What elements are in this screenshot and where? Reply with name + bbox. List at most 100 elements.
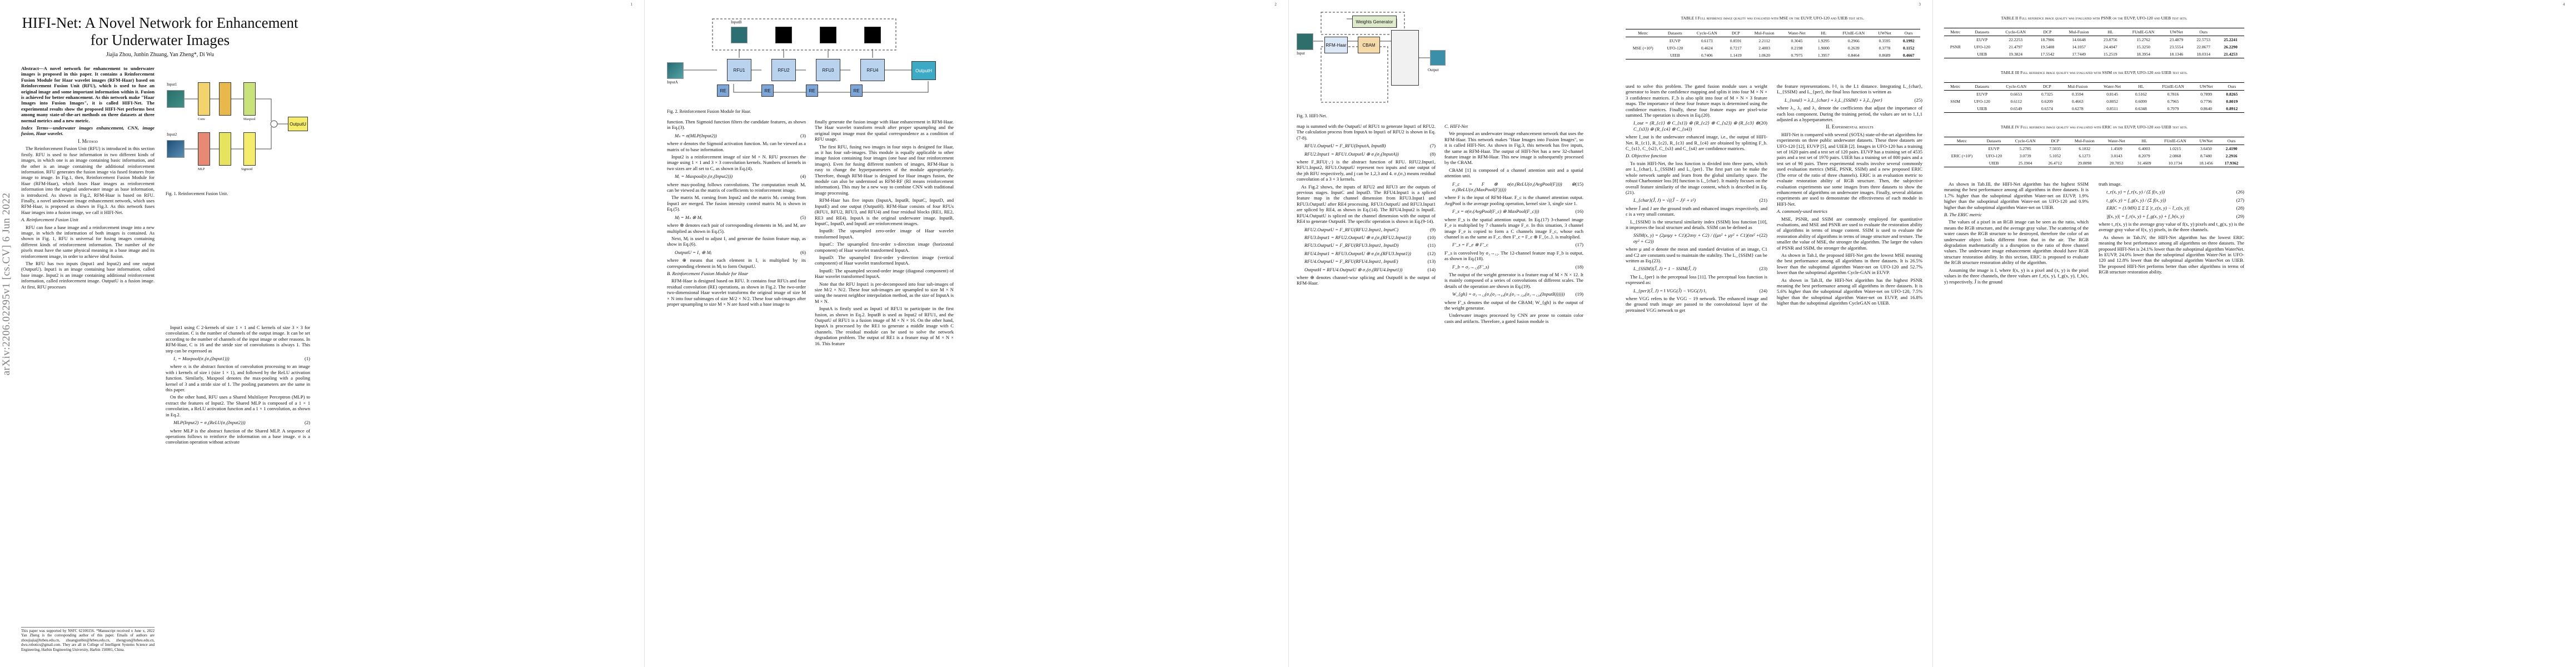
- paper-page-3: 3 Input RFM-Haar Weights Generator CBAM …: [1288, 0, 1932, 667]
- paragraph: Next, Mⱼ is used to adjust I₁ and genera…: [667, 235, 806, 247]
- equation-15: F_c = F ⊗ σ(σ₁(ReLU(σ₁(AvgPool(F)))) ⊕ σ…: [1452, 181, 1583, 193]
- inputB-label: InputB: [731, 20, 742, 24]
- paper-page-1: 1 arXiv:2206.02295v1 [cs.CV] 6 Jun 2022 …: [0, 0, 644, 667]
- haar-subimage: [731, 27, 748, 43]
- conv-block-3: [219, 132, 231, 166]
- paragraph: The L_{per} is the perceptual loss [11].…: [1626, 273, 1767, 286]
- page-number: 3: [1919, 2, 1921, 7]
- equation-7: RFU1.OutputU = F_RFU(InputA, InputB)(7): [1304, 143, 1436, 149]
- paragraph: As Fig.2 shows, the inputs of RFU2 and R…: [1297, 183, 1436, 225]
- paragraph: The RFU has two inputs (Input1 and Input…: [21, 261, 155, 290]
- table-2-caption: TABLE II Full reference image quality wa…: [2001, 16, 2188, 21]
- paragraph: where VGG refers to the VGG − 19 network…: [1626, 296, 1767, 313]
- equation-4: Mₑ = Maxpool(σ₁(σ₃(Input2)))(4): [675, 173, 806, 180]
- paragraph: where λ₁, λ₂ and λ₃ denote the coefficie…: [1777, 105, 1922, 123]
- equation-29: |f(x, y)| = f_r(x, y) + f_g(x, y) + f_b(…: [2106, 213, 2244, 219]
- paragraph: As shown in Tab.II, the HIFI-Net algorit…: [1777, 277, 1922, 306]
- paragraph: InputB: The upsampled zero-order image o…: [815, 228, 954, 240]
- input2-image: [167, 140, 185, 158]
- rfm-haar-block: RFM-Haar: [1324, 37, 1348, 53]
- paragraph: where F_RFU(·,·) is the abstract functio…: [1297, 159, 1436, 182]
- paragraph: where σ denotes the Sigmoid activation f…: [667, 141, 806, 152]
- input-label: Input: [1297, 51, 1305, 56]
- paragraph: The values of a pixel in an RGB image ca…: [1944, 219, 2089, 266]
- paragraph: where Ĵ and J are the ground truth and e…: [1626, 205, 1767, 217]
- arxiv-id: arXiv:2206.02295v1 [cs.CV] 6 Jun 2022: [1, 192, 12, 376]
- equation-2: MLP(Input2) = σ₁(ReLU(σ₁(Input2)))(2): [173, 420, 310, 426]
- paragraph: where F_s is the spatial attention outpu…: [1444, 216, 1583, 240]
- paper-title: HIFI-Net: A Novel Network for Enhancemen…: [22, 14, 298, 48]
- rfu4-block: RFU4: [860, 59, 885, 81]
- figure-2-connectors: [684, 18, 929, 93]
- paragraph: The output of the weight generator is a …: [1444, 271, 1583, 289]
- equation-14: OutputH = RFU4.OutputU ⊕ σ₁(σ₃(RFU4.Inpu…: [1304, 266, 1436, 272]
- paragraph: Input2 is a reinforcement image of size …: [667, 154, 806, 171]
- subsection-heading: A. commonly-used metrics: [1777, 208, 1827, 215]
- paragraph: where μ and σ denote the mean and standa…: [1626, 246, 1767, 263]
- page4-right-column: truth image. t_r(x, y) = f_r(x, y) / (Σ …: [2099, 181, 2244, 277]
- paragraph: To train HIFI-Net, the loss function is …: [1626, 160, 1767, 195]
- equation-13: RFU4.OutputU = F_RFU(RFU4.Input1, InputE…: [1304, 258, 1436, 265]
- page-number: 2: [1274, 2, 1277, 7]
- input1-image: [167, 90, 185, 108]
- equation-24: L_{per}(Ĵ, J) = ‖ VGG(Ĵ) − VGG(J) ‖₁(24): [1633, 287, 1767, 293]
- table-header: UWNet: [1878, 31, 1891, 36]
- paragraph: where ⊕ means that each element in I₁ is…: [667, 257, 806, 269]
- output-image: [1430, 50, 1446, 66]
- sigmoid-label: Sigmoid: [241, 168, 253, 171]
- table-1-caption: TABLE I Full reference image quality was…: [1681, 16, 1864, 21]
- paragraph: finally generate the fusion image with H…: [815, 119, 954, 142]
- page1-left-column: Abstract—A novel network for enhancement…: [21, 66, 155, 291]
- re-block: RE: [761, 84, 774, 97]
- paragraph: InputE: The upsampled second-order image…: [815, 267, 954, 280]
- paragraph: HIFI-Net is compared with several (SOTA)…: [1777, 131, 1922, 207]
- index-terms: Index Terms—underwater images enhancemen…: [21, 125, 155, 137]
- paragraph: InputC: The upsampled first-order x-dire…: [815, 241, 954, 253]
- inputA-label: InputA: [667, 80, 678, 84]
- gated-fusion-block: [1391, 30, 1419, 86]
- table-header: HL: [1821, 31, 1827, 36]
- paragraph: where F is the input of RFM-Haar. F_c is…: [1444, 195, 1583, 206]
- paragraph: map is summed with the OutputU of RFU1 t…: [1297, 123, 1436, 141]
- haar-subimage: [864, 27, 881, 43]
- re-block: RE: [850, 84, 863, 97]
- page3-col-2: C. HIFI-Net We proposed an underwater im…: [1444, 123, 1583, 326]
- conv-block-2: [219, 82, 231, 116]
- paragraph: The first RFU, fusing two images in four…: [815, 143, 954, 196]
- paper-authors: Jiajia Zhou, Junbin Zhuang, Yan Zheng*, …: [106, 52, 215, 58]
- paragraph: InputA is firstly used as Input1 of RFU1…: [815, 306, 954, 346]
- paragraph: RFM-Haar has five inputs (InputA, InputB…: [815, 197, 954, 226]
- conv-label: Conv: [198, 118, 206, 121]
- paragraph: used to solve this problem. The gated fu…: [1626, 83, 1767, 118]
- figure-1-rfu: Input1 Input2 OutputU Conv Maxpool MLP S…: [166, 66, 310, 188]
- equation-19: W_{gh} = σ₃→₁₂(σ₁(σ₃→₆₄(σ₁(σ₃→₁₂₈(σ₃→₁₂₈…: [1452, 291, 1583, 297]
- equation-26: t_r(x, y) = f_r(x, y) / (Σ f(x, y))(26): [2106, 189, 2244, 195]
- paragraph: We proposed an underwater image enhancem…: [1444, 131, 1583, 166]
- equation-6: OutputU = I₁ ⊕ Mⱼ(6): [675, 249, 806, 255]
- equation-5: Mⱼ = Mₛ ⊗ Mₑ(5): [675, 214, 806, 220]
- subsection-heading: D. Objective function: [1626, 153, 1667, 159]
- equation-28: ERIC = (1/MN) Σ Σ Σ |t_c(x, y) − t̂_c(x,…: [2106, 205, 2244, 211]
- figure-1-connectors: [185, 98, 288, 150]
- page-number: 1: [630, 2, 633, 7]
- table-header: Datasets: [1667, 31, 1682, 36]
- paragraph: On the other hand, RFU uses a Shared Mul…: [166, 394, 310, 417]
- page2-left-column: function. Then Sigmoid function filters …: [667, 119, 806, 308]
- equation-1: I₁ = Maxpool(σ₁(σ₃(Input1)))(1): [173, 356, 310, 362]
- rfu1-block: RFU1: [727, 59, 751, 81]
- page3-col-4: the feature representations. ‖·‖₁ is the…: [1777, 83, 1922, 308]
- maxpool-block-1: [243, 82, 256, 116]
- outputH-block: OutputH: [911, 61, 936, 80]
- subsection-heading: C. HIFI-Net: [1444, 123, 1468, 129]
- table-header: DCP: [1731, 31, 1740, 36]
- equation-8: RFU2.Input1 = RFU1.OutputU ⊕ σ₁(σ₃(Input…: [1304, 151, 1436, 157]
- footnote: This paper was supported by NSFC 6210615…: [21, 627, 155, 653]
- paragraph: Assuming the image is I, where f(x, y) i…: [1944, 267, 2089, 285]
- paragraph: As shown in Tab.I, the proposed HIFI-Net…: [1777, 252, 1922, 276]
- paragraph: where I_out is the underwater enhanced i…: [1626, 134, 1767, 152]
